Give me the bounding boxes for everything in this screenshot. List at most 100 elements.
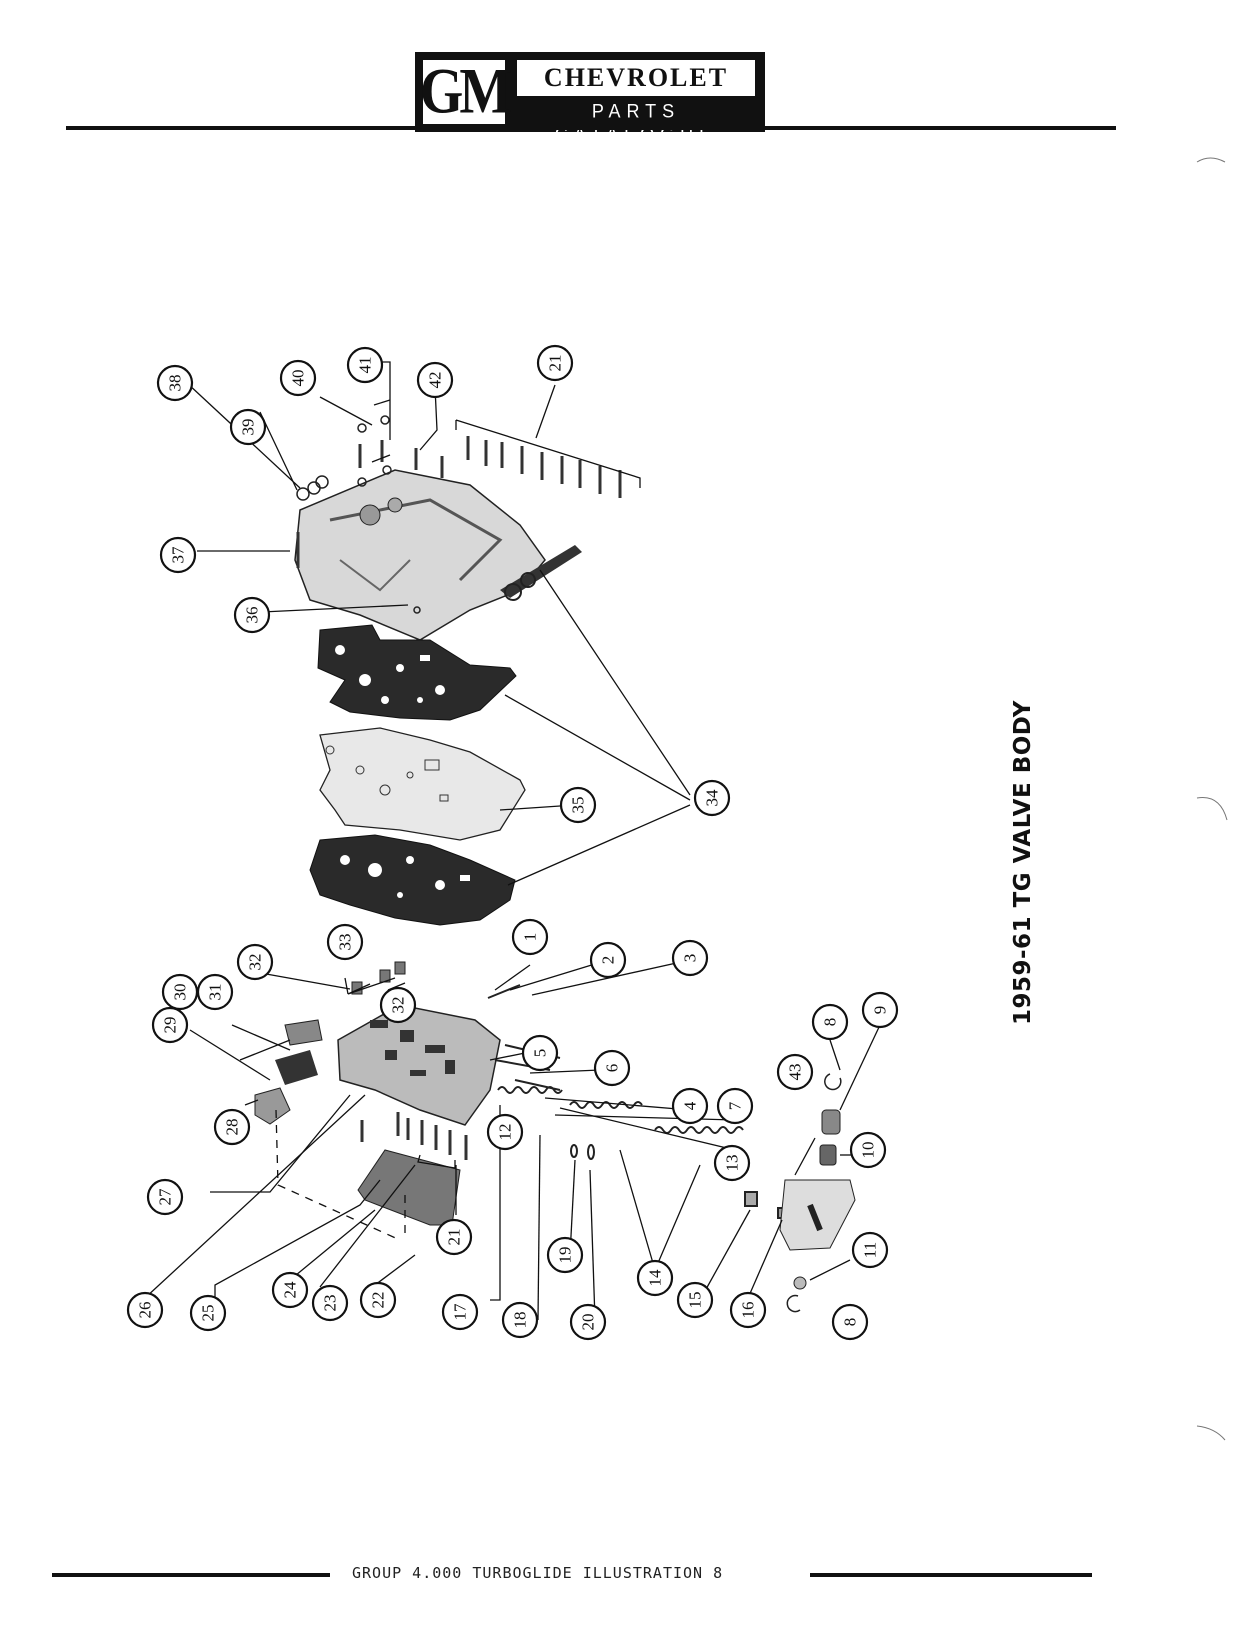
callout-circle xyxy=(636,1259,674,1297)
callout-circle xyxy=(359,1281,397,1319)
callout-circle xyxy=(593,1049,631,1087)
callout-circle xyxy=(326,923,364,961)
end-plate-43 xyxy=(779,1179,856,1251)
callout-circle xyxy=(536,344,574,382)
callout-number: 27 xyxy=(156,1188,175,1206)
gm-logo-box: GM xyxy=(420,60,512,124)
callout-circle xyxy=(716,1087,754,1125)
header-rule xyxy=(66,126,1116,130)
callout-12: 12 xyxy=(486,1113,524,1151)
callout-number: 10 xyxy=(859,1142,878,1159)
callout-circle xyxy=(271,1271,309,1309)
callout-35: 35 xyxy=(559,786,597,824)
callout-circle xyxy=(346,346,384,384)
callout-circle xyxy=(776,1053,814,1091)
callout-11: 11 xyxy=(851,1231,889,1269)
bolt-bracket-lower xyxy=(417,1154,456,1169)
callout-circle xyxy=(849,1131,887,1169)
callout-circle xyxy=(441,1293,479,1331)
callout-number: 4 xyxy=(681,1101,700,1110)
callout-20: 20 xyxy=(569,1303,607,1341)
callout-circle xyxy=(196,973,234,1011)
callout-number: 21 xyxy=(546,355,565,372)
callout-30: 30 xyxy=(161,973,199,1011)
callout-number: 18 xyxy=(511,1312,530,1329)
callout-number: 25 xyxy=(199,1305,218,1322)
callout-number: 33 xyxy=(336,934,355,951)
bolt-set-lower xyxy=(360,1112,468,1160)
callout-circle xyxy=(851,1231,889,1269)
callout-21: 21 xyxy=(536,344,574,382)
callout-29: 29 xyxy=(151,1006,189,1044)
gasket-lower xyxy=(309,834,516,926)
leader-lines xyxy=(144,361,881,1321)
callout-number: 39 xyxy=(239,419,258,436)
callout-number: 28 xyxy=(223,1119,242,1136)
callout-number: 5 xyxy=(531,1049,550,1058)
callout-number: 6 xyxy=(603,1064,622,1073)
callout-41: 41 xyxy=(346,346,384,384)
upper-valve-body xyxy=(294,469,546,641)
scan-artifact-mark xyxy=(1196,1425,1226,1441)
o-rings xyxy=(296,415,421,614)
callout-circle xyxy=(861,991,899,1029)
assembly-dashed-lines xyxy=(275,1109,406,1241)
callout-8: 8 xyxy=(811,1003,849,1041)
callout-1: 1 xyxy=(511,918,549,956)
callout-number: 43 xyxy=(786,1064,805,1081)
callout-number: 20 xyxy=(579,1314,598,1331)
callout-number: 22 xyxy=(369,1292,388,1309)
callout-circle xyxy=(379,986,417,1024)
callout-40: 40 xyxy=(279,359,317,397)
callout-number: 35 xyxy=(569,797,588,814)
callout-13: 13 xyxy=(713,1144,751,1182)
callout-circle xyxy=(671,1087,709,1125)
callout-32: 32 xyxy=(236,943,274,981)
callout-number: 36 xyxy=(243,607,262,624)
gasket-upper xyxy=(317,624,517,721)
callout-number: 42 xyxy=(426,372,445,389)
callout-number: 17 xyxy=(451,1303,470,1321)
callout-circle xyxy=(671,939,709,977)
callout-circle xyxy=(589,941,627,979)
bolt-set-top xyxy=(466,436,622,498)
callout-42: 42 xyxy=(416,361,454,399)
callout-circle xyxy=(279,359,317,397)
callout-number: 37 xyxy=(169,546,188,564)
callout-number: 24 xyxy=(281,1281,300,1299)
callout-number: 41 xyxy=(356,357,375,374)
callout-circle xyxy=(559,786,597,824)
callout-28: 28 xyxy=(213,1108,251,1146)
callout-number: 31 xyxy=(206,984,225,1001)
callout-number: 32 xyxy=(389,997,408,1014)
callout-circle xyxy=(189,1294,227,1332)
callout-14: 14 xyxy=(636,1259,674,1297)
callout-31: 31 xyxy=(196,973,234,1011)
callout-36: 36 xyxy=(233,596,271,634)
separator-plate xyxy=(319,727,526,841)
callout-16: 16 xyxy=(729,1291,767,1329)
callout-43: 43 xyxy=(776,1053,814,1091)
scan-artifact-mark xyxy=(1196,796,1228,821)
callout-27: 27 xyxy=(146,1178,184,1216)
callout-circle xyxy=(146,1178,184,1216)
callout-number: 2 xyxy=(599,956,618,965)
callout-22: 22 xyxy=(359,1281,397,1319)
callout-circle xyxy=(569,1303,607,1341)
scan-artifact-mark xyxy=(1196,157,1226,163)
snap-ring-top xyxy=(824,1073,842,1091)
callout-4: 4 xyxy=(671,1087,709,1125)
callout-number: 7 xyxy=(726,1101,745,1110)
callout-circle xyxy=(236,943,274,981)
callout-6: 6 xyxy=(593,1049,631,1087)
bolt-bracket-top xyxy=(455,419,641,488)
callout-8: 8 xyxy=(831,1303,869,1341)
plug-and-spring xyxy=(819,1109,841,1166)
callout-number: 8 xyxy=(821,1018,840,1027)
callout-34: 34 xyxy=(693,779,731,817)
callout-circle xyxy=(811,1003,849,1041)
callout-39: 39 xyxy=(229,408,267,446)
footer-caption: GROUP 4.000 TURBOGLIDE ILLUSTRATION 8 xyxy=(352,1564,724,1582)
